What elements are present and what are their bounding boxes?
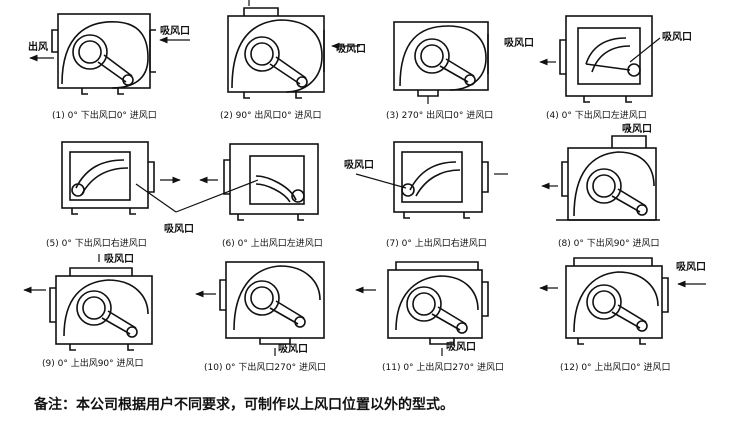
caption-8: (8) 0° 下出风90° 进风口 [558, 237, 660, 249]
suction-label-1: 吸风口 [160, 25, 190, 37]
suction-label-10: 吸风口 [278, 343, 308, 355]
fan-unit-3 [393, 21, 489, 97]
suction-label-9: 吸风口 [104, 253, 134, 265]
fan-unit-4 [559, 15, 653, 103]
suction-label-11: 吸风口 [446, 341, 476, 353]
fan-unit-11 [387, 261, 489, 345]
fan-unit-9 [49, 267, 153, 351]
caption-2: (2) 90° 出风口0° 进风口 [220, 109, 322, 121]
caption-10: (10) 0° 下出风口270° 进风口 [204, 361, 326, 373]
suction-label-8: 吸风口 [622, 123, 652, 135]
footnote: 备注：本公司根据用户不同要求，可制作以上风口位置以外的型式。 [34, 397, 454, 413]
fan-unit-6 [223, 143, 319, 221]
fan-unit-12 [565, 257, 669, 345]
suction-label-7: 吸风口 [344, 159, 374, 171]
inlet-pointer-7 [355, 173, 407, 189]
inlet-pointer-4 [629, 37, 661, 63]
caption-11: (11) 0° 上出风口270° 进风口 [382, 361, 504, 373]
caption-1: (1) 0° 下出风口0° 进风口 [52, 109, 157, 121]
suction-label-5-6: 吸风口 [164, 223, 194, 235]
inlet-pointer-5 [135, 183, 177, 213]
caption-6: (6) 0° 上出风口左进风口 [222, 237, 323, 249]
caption-7: (7) 0° 上出风口右进风口 [386, 237, 487, 249]
caption-4: (4) 0° 下出风口左进风口 [546, 109, 647, 121]
fan-unit-10 [219, 261, 325, 345]
fan-unit-2 [227, 7, 325, 99]
caption-5: (5) 0° 下出风口右进风口 [46, 237, 147, 249]
suction-label-2: 吸风口 [336, 43, 366, 55]
fan-unit-7 [393, 141, 489, 219]
suction-label-3: 吸风口 [504, 37, 534, 49]
inlet-pointer-6 [175, 179, 259, 213]
caption-9: (9) 0° 上出风90° 进风口 [42, 357, 144, 369]
suction-label-12: 吸风口 [676, 261, 706, 273]
fan-unit-8 [556, 135, 660, 221]
caption-12: (12) 0° 上出风口0° 进风口 [560, 361, 671, 373]
suction-label-4: 吸风口 [662, 31, 692, 43]
fan-unit-5 [61, 141, 155, 215]
caption-3: (3) 270° 出风口0° 进风口 [386, 109, 493, 121]
outlet-label-1: 出风 [28, 40, 48, 53]
fan-unit-1 [51, 13, 156, 95]
